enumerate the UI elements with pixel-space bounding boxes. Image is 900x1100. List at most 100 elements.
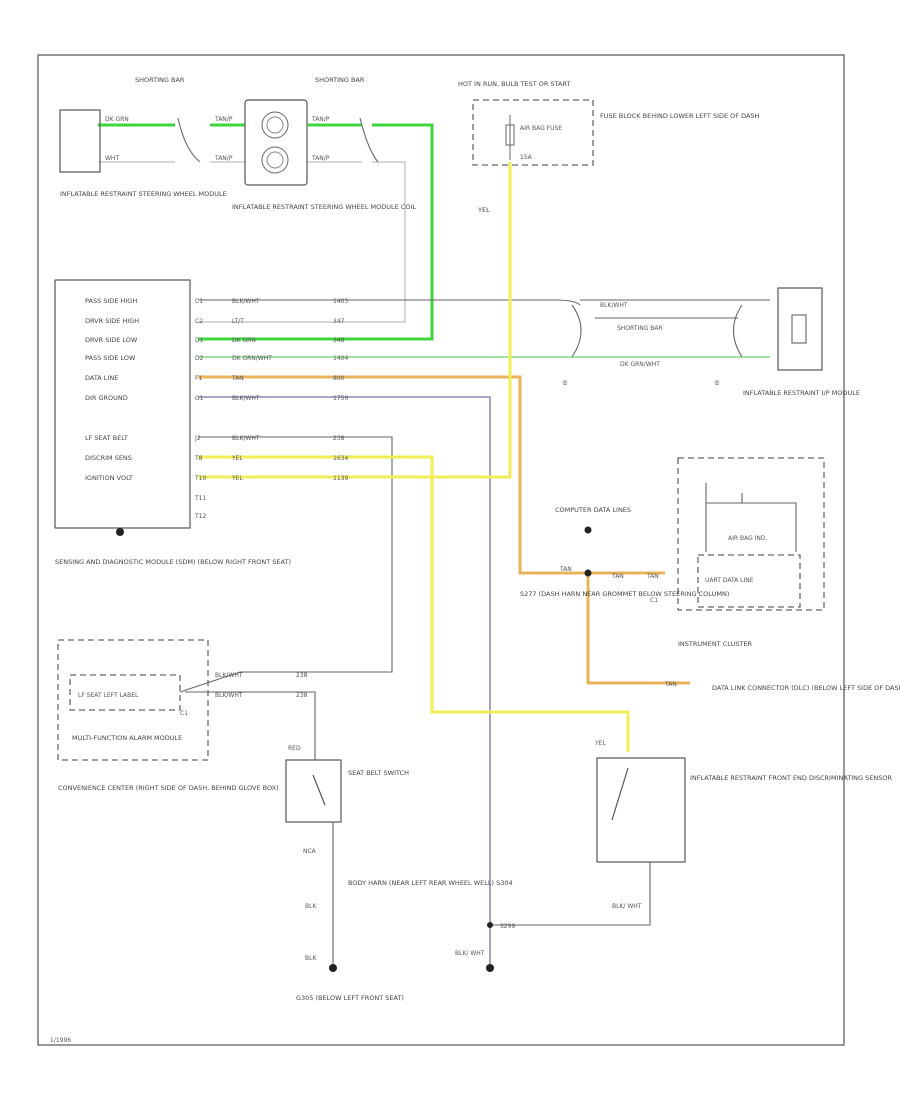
label-steering-module: INFLATABLE RESTRAINT STEERING WHEEL MODU… [60, 190, 227, 198]
wire-blk-wht-conv [185, 691, 316, 760]
label-seat-belt-switch: SEAT BELT SWITCH [348, 769, 409, 777]
wire-dk-grn [98, 123, 434, 341]
lf-seat-belt-box [69, 674, 181, 711]
label-c1-cluster: C1 [650, 597, 658, 604]
coil-icon-top [261, 111, 289, 139]
sdm-pin-circuit: 348 [333, 337, 345, 344]
wire-label-nca: NCA [303, 848, 317, 855]
wire-yel-discrim [198, 455, 630, 752]
wire-label-yel-sensor: YEL [594, 740, 606, 747]
sdm-pin-circuit: 1139 [333, 475, 348, 482]
label-hot-in-run: HOT IN RUN, BULB TEST OR START [458, 80, 571, 88]
ground-dot-dir [486, 964, 494, 972]
wire-yel-ign [198, 162, 512, 479]
sdm-pin-circuit: 800 [333, 375, 345, 382]
label-lf-seat-belt-box: LF SEAT LEFT LABEL [78, 692, 139, 699]
wire-label-blk-2: BLK [305, 955, 317, 962]
wire-label-blk-wht-ip: BLK/WHT [600, 302, 628, 309]
shorting-bar-arc-2 [359, 117, 379, 163]
seat-belt-switch-box [285, 759, 342, 823]
wire-label-coil-bot-l: TAN/P [214, 155, 233, 162]
wire-lf-seat-belt [179, 436, 393, 693]
sdm-box [54, 279, 191, 529]
front-sensor-box [596, 757, 686, 863]
wire-label-blk-wht-conv2: BLK/WHT [215, 692, 243, 699]
coil-icon-bottom-inner [266, 151, 284, 169]
front-sensor-switch-icon [611, 767, 629, 821]
label-instrument-cluster: INSTRUMENT CLUSTER [678, 640, 753, 648]
instrument-cluster-box [677, 457, 825, 611]
sdm-pin-name: PASS SIDE HIGH [85, 297, 137, 305]
sdm-pin-id: C1 [195, 298, 203, 305]
steering-wheel-module-box [59, 109, 101, 173]
label-splice-note: S277 (DASH HARN NEAR GROMMET BELOW STEER… [520, 590, 729, 598]
sdm-pin-circuit: 1634 [333, 455, 348, 462]
sdm-pin-name: LF SEAT BELT [85, 434, 128, 442]
sdm-pin-color: DK GRN/WHT [232, 355, 272, 362]
label-front-sensor: INFLATABLE RESTRAINT FRONT END DISCRIMIN… [690, 774, 892, 782]
sdm-pin-id: D1 [195, 337, 204, 344]
label-convenience-center: CONVENIENCE CENTER (RIGHT SIDE OF DASH, … [58, 784, 279, 792]
fuse-block-box [472, 99, 594, 166]
label-shorting-bar-2: SHORTING BAR [315, 76, 365, 84]
ground-dot-g305 [329, 964, 337, 972]
cluster-wires [705, 483, 797, 552]
sdm-ground-dot [116, 528, 124, 536]
sdm-pin-id: F1 [195, 375, 202, 382]
sdm-pin-name: DIR GROUND [85, 394, 128, 402]
wire-label-red: RED [288, 745, 301, 752]
label-ip-module: INFLATABLE RESTRAINT I/P MODULE [743, 389, 860, 397]
wire-label-blk-wht-conv1: BLK/WHT [215, 672, 243, 679]
wire-label-tan-c: TAN [646, 573, 659, 580]
sdm-pin-color: BLK/WHT [232, 395, 260, 402]
sdm-pin-color: YEL [231, 455, 243, 462]
sdm-pin-name: DISCRIM SENS [85, 454, 132, 462]
sdm-pin-color: TAN [231, 375, 244, 382]
label-fuse-rating: 15A [520, 154, 533, 161]
wire-tan-1 [198, 375, 588, 575]
wire-label-coil-top-l: TAN/P [214, 116, 233, 123]
wire-label-tan-b: TAN [611, 573, 624, 580]
sdm-pin-circuit: 1404 [333, 355, 348, 362]
ip-module-icon [791, 314, 807, 344]
sdm-pin-id: D2 [195, 355, 204, 362]
splice-dot-s277 [584, 569, 592, 577]
shorting-bar-arc-4 [732, 304, 743, 358]
wire-label-steer-top: DK GRN [105, 116, 129, 123]
diagram-frame [37, 54, 845, 1046]
wire-blk-wht-ip [198, 299, 581, 306]
label-body-harness: BODY HARN (NEAR LEFT REAR WHEEL WELL) S3… [348, 879, 513, 887]
label-air-bag-fuse: AIR BAG FUSE [520, 125, 562, 132]
seat-belt-switch-icon [312, 774, 326, 806]
label-shorting-bar-1: SHORTING BAR [135, 76, 185, 84]
wire-wht [98, 161, 406, 323]
sdm-pin-color: BLK/WHT [232, 435, 260, 442]
label-computer-data: COMPUTER DATA LINES [555, 506, 631, 514]
wire-sensor-ground [490, 862, 651, 926]
sdm-pin-name: DATA LINE [85, 374, 118, 382]
sdm-pin-id: J2 [194, 435, 201, 442]
label-coil: INFLATABLE RESTRAINT STEERING WHEEL MODU… [232, 203, 416, 211]
sdm-pin-circuit: 1750 [333, 395, 348, 402]
sdm-pin-circuit: 1403 [333, 298, 348, 305]
sdm-pin-id: T12 [194, 513, 206, 520]
uart-box [697, 554, 801, 608]
label-footer-code: 1/1996 [50, 1037, 71, 1044]
wire-label-tan-d: TAN [664, 681, 677, 688]
sdm-pin-circuit: 238 [333, 435, 345, 442]
steering-coil-box [244, 99, 308, 186]
label-airbag-ind: AIR BAG IND. [728, 535, 768, 542]
wire-label-steer-bot: WHT [105, 155, 119, 162]
sdm-pin-color: DK GRN [232, 337, 256, 344]
wire-label-coil-bot-r: TAN/P [311, 155, 330, 162]
wire-label-238a: 238 [296, 672, 308, 679]
sdm-pin-name: DRVR SIDE HIGH [85, 317, 139, 325]
label-c1-conv: C1 [180, 710, 188, 717]
wire-label-blk-wht-s: BLK/ WHT [612, 903, 642, 910]
sdm-pin-color: BLK/WHT [232, 298, 260, 305]
fuse-icon [505, 124, 515, 146]
splice-dot-s299 [487, 922, 493, 928]
coil-icon-top-inner [266, 116, 284, 134]
